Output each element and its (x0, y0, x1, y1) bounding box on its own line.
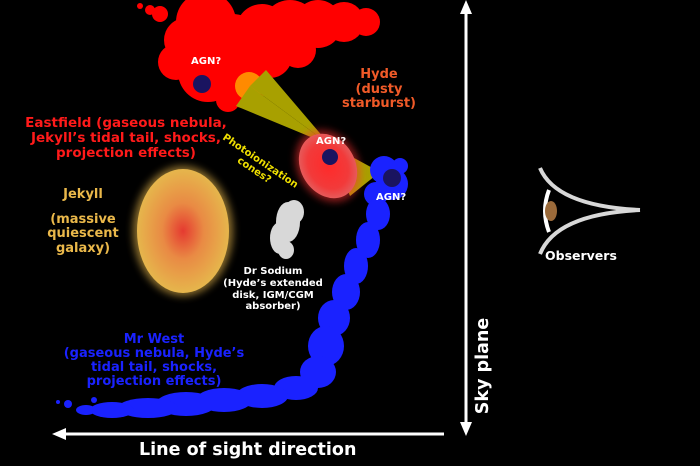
mr-west-label: Mr West (gaseous nebula, Hyde’s tidal ta… (63, 332, 245, 390)
photoionization-cone-upper (250, 70, 330, 145)
line-of-sight-label: Line of sight direction (139, 440, 357, 460)
sky-plane-arrow-bottom (460, 422, 472, 436)
hyde-label: Hyde (dusty starburst) (341, 67, 416, 112)
hyde-galaxy (298, 133, 358, 199)
agn-dot-icon (383, 169, 401, 187)
dr-sodium-cloud (270, 200, 304, 259)
jekyll-title: Jekyll (63, 187, 103, 202)
agn-dot-icon (193, 75, 211, 93)
jekyll-galaxy (137, 169, 229, 293)
eastfield-label: Eastfield (gaseous nebula, Jekyll’s tida… (25, 115, 227, 162)
eastfield-nebula (137, 0, 380, 112)
agn-label-mr-west: AGN? (376, 192, 407, 203)
agn-dot-icon (322, 149, 338, 165)
observers-label: Observers (545, 248, 617, 263)
line-of-sight-arrow (52, 428, 66, 440)
sky-plane-arrow-top (460, 0, 472, 14)
dr-sodium-label: Dr Sodium (Hyde’s extended disk, IGM/CGM… (223, 266, 323, 313)
jekyll-label: Jekyll (massive quiescent galaxy) (34, 187, 132, 256)
eye-icon (538, 167, 641, 255)
photoionization-cone-upper-b (236, 86, 330, 145)
agn-label-eastfield: AGN? (191, 56, 222, 67)
agn-label-hyde: AGN? (316, 136, 347, 147)
sky-plane-label: Sky plane (473, 317, 493, 415)
